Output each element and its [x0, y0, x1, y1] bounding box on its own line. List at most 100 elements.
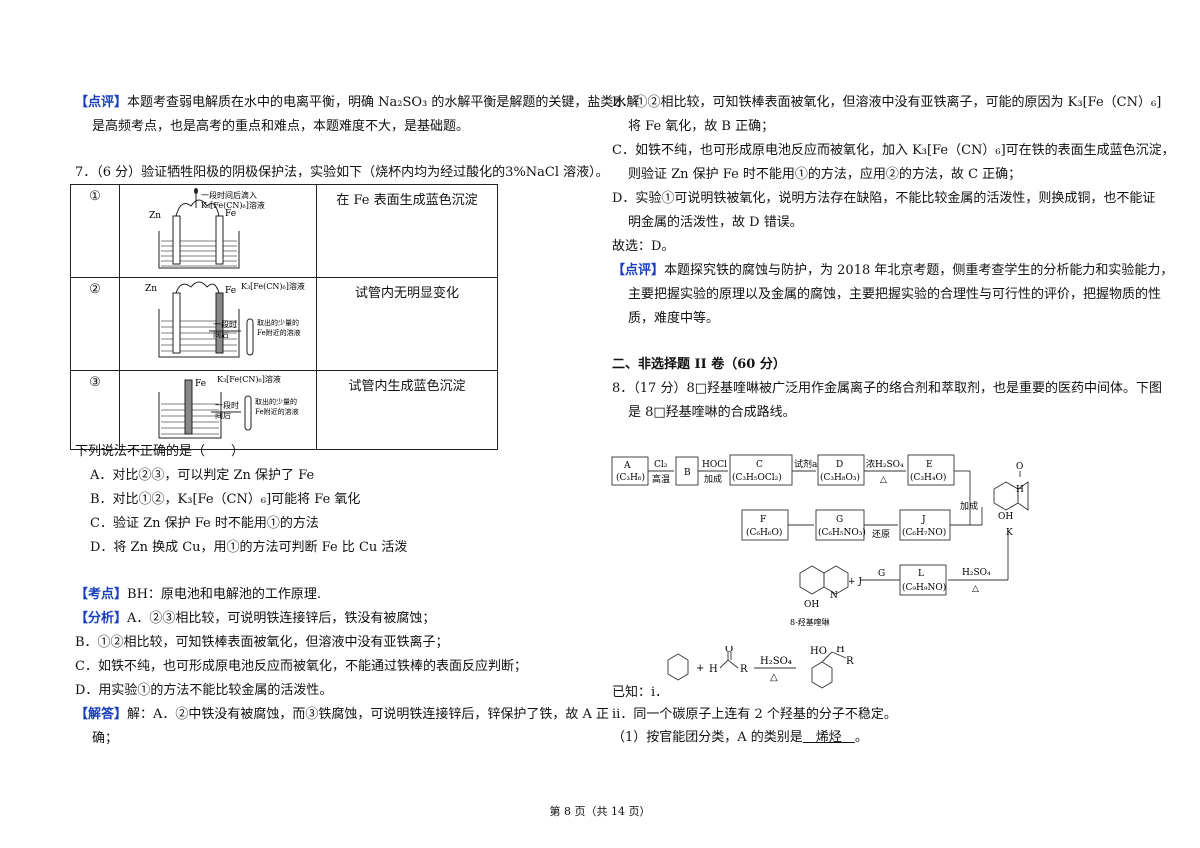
- analysis-tag: 【分析】: [75, 611, 128, 626]
- known-label: 已知：i．: [612, 685, 669, 700]
- option-b: B．对比①②，K₃[Fe（CN）₆]可能将 Fe 氧化: [90, 492, 361, 507]
- experiment-2-result: 试管内无明显变化: [316, 277, 498, 371]
- formula-e: (C₃H₄O): [910, 472, 946, 483]
- formula-d: (C₃H₈O₃): [820, 472, 860, 483]
- figure-note: 取出的少量的: [255, 397, 297, 406]
- section-heading: 二、非选择题 II 卷（60 分）: [612, 357, 786, 372]
- reagent-h2so4: H₂SO₄: [962, 568, 991, 578]
- experiment-2-figure: Zn Fe K₃[Fe(CN)₆]溶液 一段时 间后 取出的少量的 Fe附近的溶…: [119, 277, 317, 371]
- formula-l: (C₉H₉NO): [902, 582, 946, 593]
- explain-d-1: D．实验①可说明铁被氧化，说明方法存在缺陷，不能比较金属的活泼性，则换成铜，也不…: [612, 191, 1156, 206]
- compound-g: G: [836, 515, 843, 525]
- fe-label: Fe: [225, 286, 236, 296]
- formula-j: (C₆H₇NO): [902, 527, 946, 538]
- compound-j: J: [921, 515, 926, 525]
- explain-c-2: 则验证 Zn 保护 Fe 时不能用①的方法，应用②的方法，故 C 正确；: [628, 167, 1022, 182]
- review-2-line-3: 质，难度中等。: [628, 311, 720, 326]
- row-number: ②: [70, 277, 120, 371]
- option-d: D．将 Zn 换成 Cu，用①的方法可判断 Fe 比 Cu 活泼: [90, 540, 408, 555]
- experiment-table: ① Zn Fe 一段时间后滴入 K₃[Fe(CN)₆]溶液 在 Fe: [70, 184, 498, 450]
- review-line-1: 【点评】本题考查弱电解质在水中的电离平衡，明确 Na₂SO₃ 的水解平衡是解题的…: [75, 93, 639, 113]
- row-number: ③: [70, 370, 120, 450]
- condition-reduction: 还原: [872, 528, 890, 540]
- figure-note: 取出的少量的: [257, 318, 299, 327]
- review-text-1: 本题考查弱电解质在水中的电离平衡，明确 Na₂SO₃ 的水解平衡是解题的关键，盐…: [127, 95, 640, 110]
- review-2-line-1: 【点评】本题探究铁的腐蚀与防护，为 2018 年北京考题，侧重考查学生的分析能力…: [612, 261, 1173, 281]
- known-reaction: + H O R H₂SO₄ △ HO H R: [660, 644, 890, 698]
- part-1-answer: 烯烃: [802, 730, 855, 745]
- reagent-a: 试剂a: [794, 458, 818, 470]
- experiment-row-2: ② Zn Fe K₃[Fe(CN)₆]溶液 一段时 间后 取出的少量的: [70, 277, 498, 371]
- row-number: ①: [70, 184, 120, 278]
- fe-label: Fe: [195, 379, 206, 389]
- figure-note: K₃[Fe(CN)₆]溶液: [201, 200, 265, 210]
- condition-heat: △: [770, 672, 778, 683]
- plus-sign: +: [696, 663, 704, 674]
- figure-note: Fe附近的溶液: [255, 407, 299, 416]
- figure-note: Fe附近的溶液: [257, 328, 301, 337]
- experiment-3-result: 试管内生成蓝色沉淀: [316, 370, 498, 450]
- compound-k: K: [1006, 528, 1013, 538]
- experiment-3-figure: Fe K₃[Fe(CN)₆]溶液 一段时 间后 取出的少量的 Fe附近的溶液: [119, 370, 317, 450]
- atom-n: N: [830, 591, 838, 601]
- figure-note: 间后: [215, 410, 231, 420]
- question-8-part-1: （1）按官能团分类，A 的类别是 烯烃 。: [612, 728, 868, 748]
- condition-addition: 加成: [704, 473, 722, 485]
- question-8-stem-1: 8．（17 分）8□羟基喹啉被广泛用作金属离子的络合剂和萃取剂，也是重要的医药中…: [612, 381, 1162, 396]
- condition-heat: △: [972, 584, 979, 594]
- group-oh: OH: [804, 600, 819, 610]
- analysis-a: 【分析】A．②③相比较，可说明铁连接锌后，铁没有被腐蚀；: [75, 609, 435, 629]
- atom-h: H: [709, 664, 718, 675]
- atom-o: O: [725, 646, 733, 655]
- reagent-conc-h2so4: 浓H₂SO₄: [866, 459, 904, 470]
- condition-high-temp: 高温: [652, 473, 670, 485]
- compound-g-repeat: G: [878, 569, 885, 579]
- question-8-stem-2: 是 8□羟基喹啉的合成路线。: [628, 405, 796, 420]
- compound-d: D: [836, 460, 843, 470]
- atom-o: O: [1016, 462, 1023, 472]
- solution-a-cont: 确；: [92, 731, 119, 746]
- zn-label: Zn: [145, 284, 157, 294]
- figure-note: 一段时: [215, 400, 239, 410]
- review-tag: 【点评】: [75, 95, 128, 110]
- solution-a: 【解答】解：A．②中铁没有被腐蚀，而③铁腐蚀，可说明铁连接锌后，锌保护了铁，故 …: [75, 705, 609, 725]
- reagent-hocl: HOCl: [702, 460, 727, 470]
- experiment-row-1: ① Zn Fe 一段时间后滴入 K₃[Fe(CN)₆]溶液 在 Fe: [70, 184, 498, 278]
- compound-e: E: [926, 460, 933, 470]
- answer-line: 故选：D。: [612, 239, 675, 254]
- formula-f: (C₆H₆O): [746, 527, 782, 538]
- fe-label: Fe: [225, 209, 236, 219]
- condition-addition: 加成: [960, 500, 978, 512]
- known-ii: ii．同一个碳原子上连有 2 个羟基的分子不稳定。: [612, 707, 897, 722]
- condition-heat: △: [880, 475, 887, 485]
- reagent-cl2: Cl₂: [654, 460, 668, 470]
- part-1-text: （1）按官能团分类，A 的类别是: [612, 730, 803, 745]
- compound-a: A: [623, 461, 631, 471]
- group-ho: HO: [810, 646, 827, 657]
- atom-h: H: [1016, 485, 1024, 495]
- reagent-h2so4: H₂SO₄: [760, 656, 792, 667]
- formula-a: (C₃H₆): [616, 472, 645, 483]
- question-7-stem: 7．（6 分）验证牺牲阳极的阴极保护法，实验如下（烧杯内均为经过酸化的3%NaC…: [75, 165, 609, 180]
- review-2-line-2: 主要把握实验的原理以及金属的腐蚀，主要把握实验的合理性与可行性的评价，把握物质的…: [628, 287, 1162, 302]
- group-oh: OH: [998, 512, 1013, 522]
- group-r: R: [740, 664, 748, 675]
- figure-note: K₃[Fe(CN)₆]溶液: [217, 374, 281, 384]
- figure-note: 间后: [213, 329, 229, 339]
- plus-j: + J: [848, 577, 862, 587]
- analysis-b: B．①②相比较，可知铁棒表面被氧化，但溶液中没有亚铁离子；: [75, 635, 449, 650]
- page-footer: 第 8 页（共 14 页）: [549, 805, 651, 818]
- figure-note: K₃[Fe(CN)₆]溶液: [241, 281, 305, 291]
- experiment-row-3: ③ Fe K₃[Fe(CN)₆]溶液 一段时 间后 取出的少量的 Fe附近的溶液: [70, 370, 498, 450]
- option-c: C．验证 Zn 保护 Fe 时不能用①的方法: [90, 516, 319, 531]
- zn-label: Zn: [149, 211, 161, 221]
- review-text: 本题探究铁的腐蚀与防护，为 2018 年北京考题，侧重考查学生的分析能力和实验能…: [664, 263, 1174, 278]
- figure-note: 一段时间后滴入: [201, 190, 257, 200]
- figure-note: 一段时: [213, 319, 237, 329]
- explain-b-1: B．①②相比较，可知铁棒表面被氧化，但溶液中没有亚铁离子，可能的原因为 K₃[F…: [612, 95, 1162, 110]
- formula-g: (C₆H₅NO₃): [818, 527, 866, 538]
- group-r: R: [846, 656, 854, 667]
- atom-h: H: [836, 646, 845, 655]
- formula-c: (C₃H₅OCl₂): [732, 472, 782, 483]
- explain-c-1: C．如铁不纯，也可形成原电池反应而被氧化，加入 K₃[Fe（CN）₆]可在铁的表…: [612, 143, 1175, 158]
